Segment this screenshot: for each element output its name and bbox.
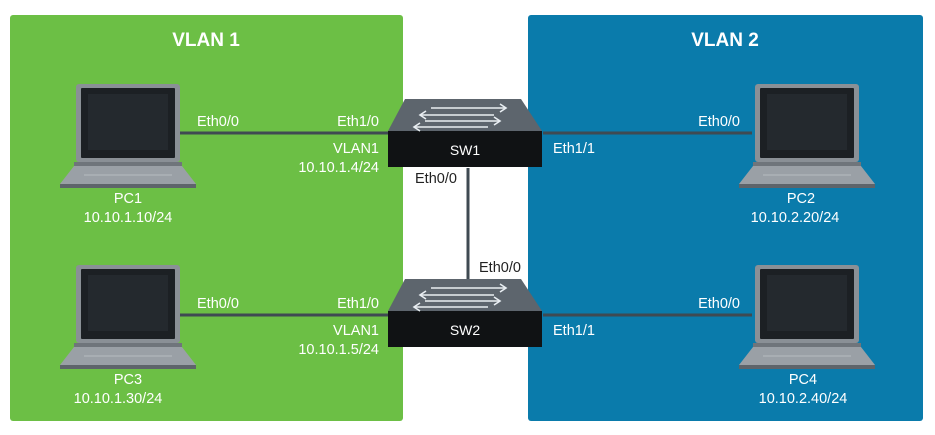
pc2-ip: 10.10.2.20/24	[751, 210, 840, 226]
pc1-ip: 10.10.1.10/24	[84, 210, 173, 226]
switch-sw2[interactable]: SW2	[387, 278, 543, 348]
pc3-ip: 10.10.1.30/24	[74, 391, 163, 407]
laptop-pc2[interactable]	[738, 83, 876, 189]
switch-sw1[interactable]: SW1	[387, 98, 543, 168]
vlan1-title: VLAN 1	[172, 30, 240, 51]
pc4-ip: 10.10.2.40/24	[759, 391, 848, 407]
sw1-port-right: Eth1/1	[553, 141, 595, 157]
pc1-name: PC1	[114, 191, 142, 207]
laptop-pc4[interactable]	[738, 264, 876, 370]
sw1-name: SW1	[450, 142, 481, 158]
pc4-port: Eth0/0	[698, 296, 740, 312]
sw2-port-up: Eth0/0	[479, 260, 521, 276]
sw2-port-right: Eth1/1	[553, 323, 595, 339]
sw1-svi-ip: 10.10.1.4/24	[298, 160, 379, 176]
laptop-pc3[interactable]	[59, 264, 197, 370]
sw2-svi-ip: 10.10.1.5/24	[298, 342, 379, 358]
pc3-port: Eth0/0	[197, 296, 239, 312]
sw1-svi: VLAN1	[333, 141, 379, 157]
sw1-port-down: Eth0/0	[415, 171, 457, 187]
laptop-pc1[interactable]	[59, 83, 197, 189]
pc2-port: Eth0/0	[698, 114, 740, 130]
pc4-name: PC4	[789, 372, 817, 388]
sw2-svi: VLAN1	[333, 323, 379, 339]
pc3-name: PC3	[114, 372, 142, 388]
vlan2-title: VLAN 2	[691, 30, 759, 51]
pc2-name: PC2	[787, 191, 815, 207]
sw2-port-left: Eth1/0	[337, 296, 379, 312]
links	[180, 131, 752, 317]
sw2-name: SW2	[450, 322, 481, 338]
pc1-port: Eth0/0	[197, 114, 239, 130]
sw1-port-left: Eth1/0	[337, 114, 379, 130]
